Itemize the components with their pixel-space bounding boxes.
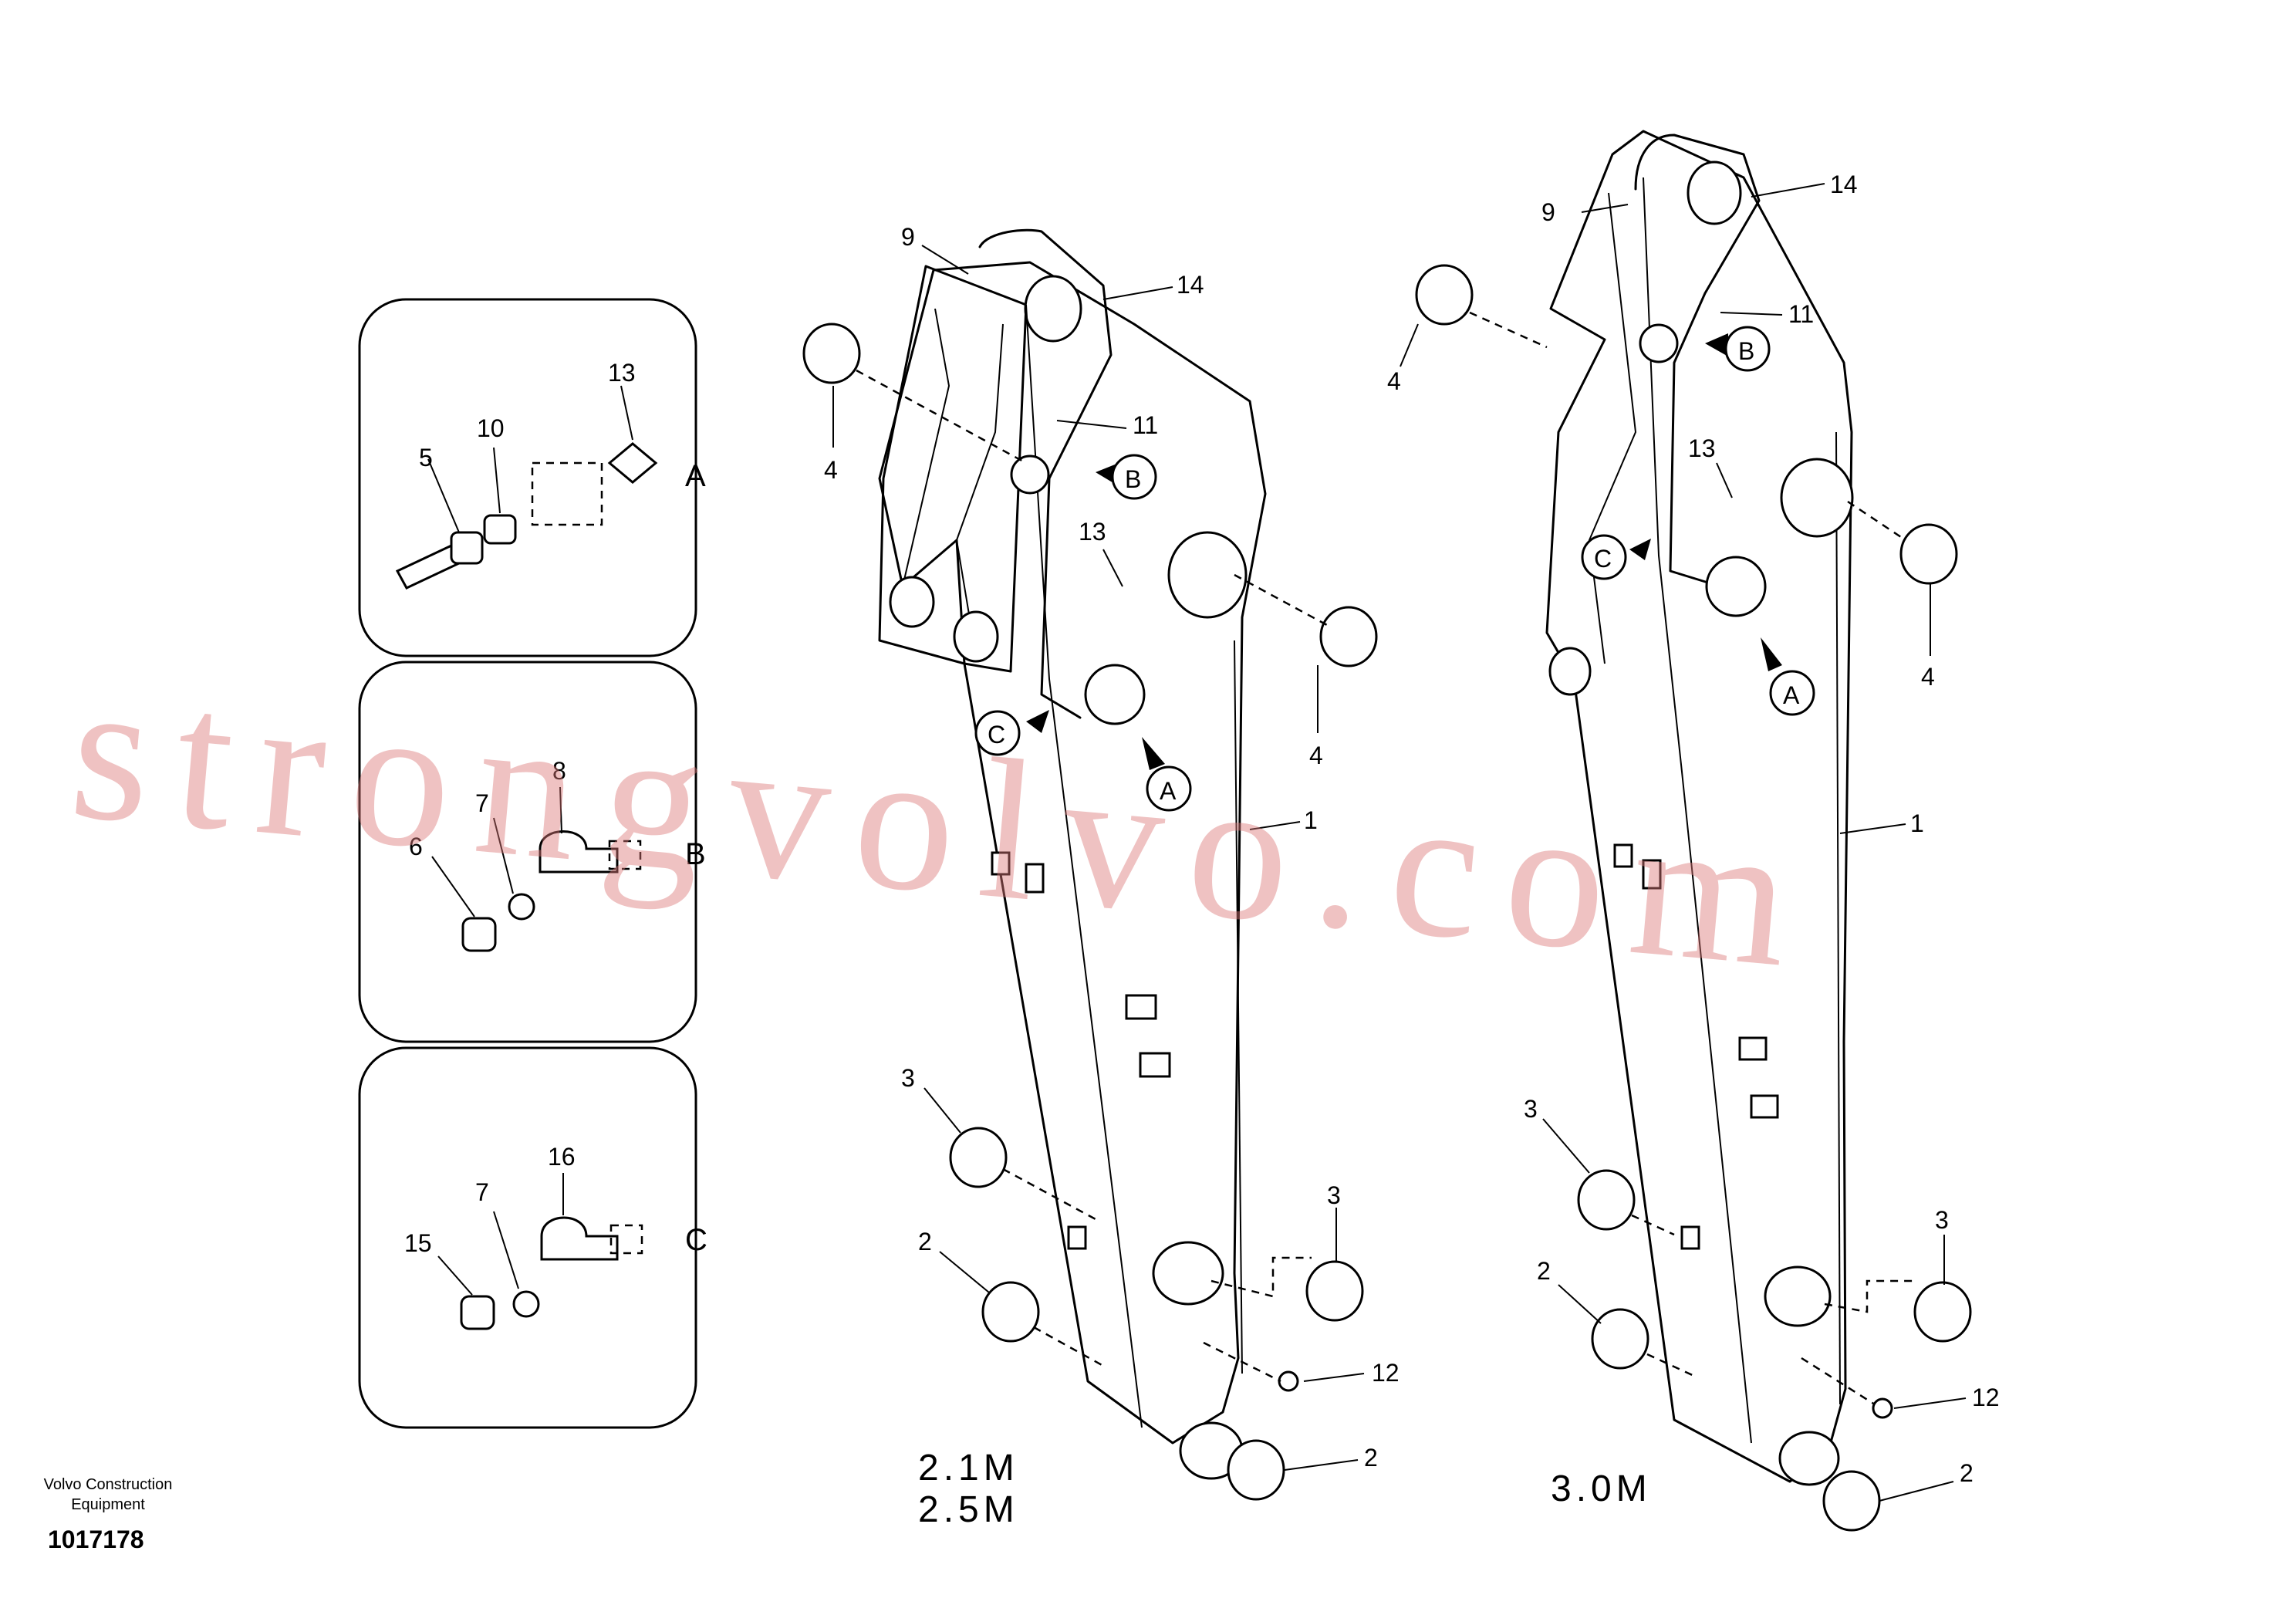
arm-short-label-9: 9: [901, 223, 915, 251]
arm-short-variant-1: 2.1M: [918, 1448, 1019, 1489]
arm-short-label-13: 13: [1079, 518, 1106, 546]
detail-b-label-7: 7: [475, 789, 489, 817]
arm-short-label-3b: 3: [1327, 1181, 1341, 1209]
arm-short-callout-c: C: [988, 721, 1005, 748]
arm-long-label-1: 1: [1910, 809, 1924, 837]
arm-long-label-14: 14: [1830, 171, 1858, 198]
arm-short-variant-2: 2.5M: [918, 1489, 1019, 1530]
arm-long-label-2a: 2: [1537, 1257, 1551, 1285]
arm-long-callout-b: B: [1738, 337, 1754, 365]
arm-short: B C A 9 14 11 4: [802, 223, 1400, 1530]
arm-short-label-1: 1: [1304, 806, 1318, 834]
detail-c-label-15: 15: [404, 1229, 432, 1257]
arm-short-label-11: 11: [1133, 411, 1158, 439]
arm-short-label-2b: 2: [1364, 1444, 1378, 1472]
detail-b-label-6: 6: [409, 833, 423, 860]
company-line-1: Volvo Construction: [44, 1476, 173, 1493]
detail-b-letter: B: [685, 837, 706, 871]
arm-short-label-2a: 2: [918, 1228, 932, 1255]
arm-long-variant: 3.0M: [1551, 1468, 1652, 1509]
arm-long-label-3b: 3: [1935, 1206, 1949, 1234]
detail-a-letter: A: [685, 459, 706, 493]
arm-long-label-3a: 3: [1524, 1095, 1538, 1123]
arm-short-label-4b: 4: [1309, 742, 1323, 769]
arm-long-label-4a: 4: [1387, 367, 1401, 395]
detail-box-c: 15 7 16 C: [358, 1046, 707, 1429]
detail-box-a: 5 10 13 A: [358, 298, 706, 657]
detail-c-label-16: 16: [548, 1143, 576, 1171]
arm-long-callout-c: C: [1594, 545, 1612, 573]
company-line-2: Equipment: [71, 1496, 145, 1513]
arm-long-label-2b: 2: [1960, 1459, 1974, 1487]
detail-b-label-8: 8: [552, 757, 566, 785]
doc-number: 1017178: [48, 1526, 144, 1553]
arm-short-callout-a: A: [1160, 777, 1177, 805]
arm-long-body: [1545, 130, 1853, 1483]
arm-long-label-11: 11: [1788, 300, 1814, 328]
detail-box-b: 6 7 8 B: [358, 661, 706, 1043]
detail-a-label-13: 13: [608, 359, 636, 387]
detail-a-label-10: 10: [477, 414, 505, 442]
detail-c-letter: C: [685, 1223, 707, 1257]
arm-short-label-12: 12: [1372, 1359, 1400, 1387]
arm-short-callout-b: B: [1125, 465, 1141, 493]
arm-long-label-4b: 4: [1921, 663, 1935, 691]
watermark: strongvolvo.com: [63, 637, 1823, 1011]
arm-short-label-3a: 3: [901, 1064, 915, 1092]
arm-short-label-14: 14: [1177, 271, 1204, 299]
arm-long-label-13: 13: [1688, 434, 1716, 462]
arm-long: B C A 9 14 11 4: [1387, 130, 2000, 1532]
arm-long-label-12: 12: [1972, 1384, 2000, 1411]
arm-short-label-4a: 4: [824, 456, 838, 484]
detail-c-label-7: 7: [475, 1178, 489, 1206]
detail-a-label-5: 5: [419, 444, 433, 471]
arm-long-callout-a: A: [1783, 681, 1800, 709]
arm-long-label-9: 9: [1541, 198, 1555, 226]
